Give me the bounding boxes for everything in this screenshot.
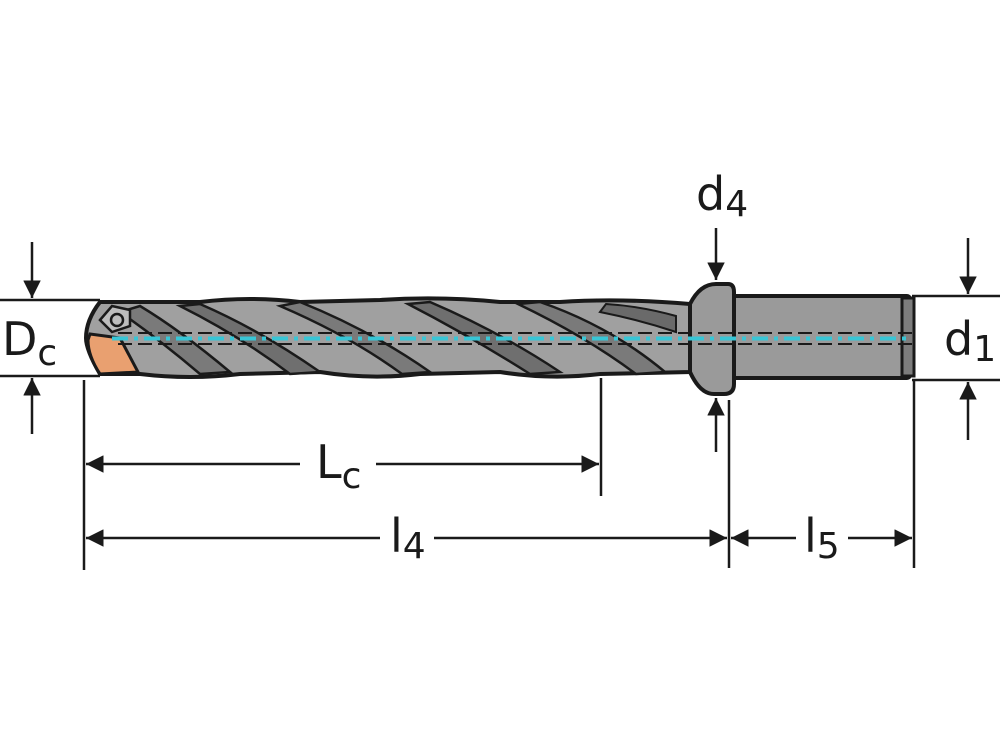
lc-sub: c xyxy=(342,456,362,497)
dim-l5: l5 xyxy=(731,509,912,567)
d1-sub: 1 xyxy=(973,329,996,370)
d4-sub: 4 xyxy=(725,184,748,225)
d4-label: d xyxy=(696,167,725,221)
l5-sub: 5 xyxy=(817,526,840,567)
dc-label: D xyxy=(2,312,37,366)
dim-d1: d1 xyxy=(912,238,1000,440)
drill-body xyxy=(83,282,916,396)
svg-text:l4: l4 xyxy=(390,509,426,567)
flute-3 xyxy=(403,300,564,376)
dim-l4: l4 xyxy=(86,509,727,567)
svg-text:Dc: Dc xyxy=(2,312,57,374)
extension-lines xyxy=(82,378,916,570)
svg-text:d1: d1 xyxy=(944,312,996,370)
svg-text:d4: d4 xyxy=(696,167,748,225)
flute-4 xyxy=(513,300,669,376)
flute-5 xyxy=(598,302,677,334)
l5-label: l xyxy=(804,509,817,563)
d1-label: d xyxy=(944,312,973,366)
l4-sub: 4 xyxy=(403,526,426,567)
l4-label: l xyxy=(390,509,403,563)
dim-d4: d4 xyxy=(696,167,748,452)
flute-2 xyxy=(275,300,434,376)
lc-label: L xyxy=(316,435,342,489)
svg-text:l5: l5 xyxy=(804,509,840,567)
insert-screw-icon xyxy=(98,304,132,334)
cutting-insert xyxy=(86,332,141,376)
dim-lc: Lc xyxy=(86,435,599,497)
svg-text:Lc: Lc xyxy=(316,435,361,497)
dim-dc: Dc xyxy=(0,242,100,434)
flute-6 xyxy=(117,304,234,376)
dc-sub: c xyxy=(37,333,57,374)
